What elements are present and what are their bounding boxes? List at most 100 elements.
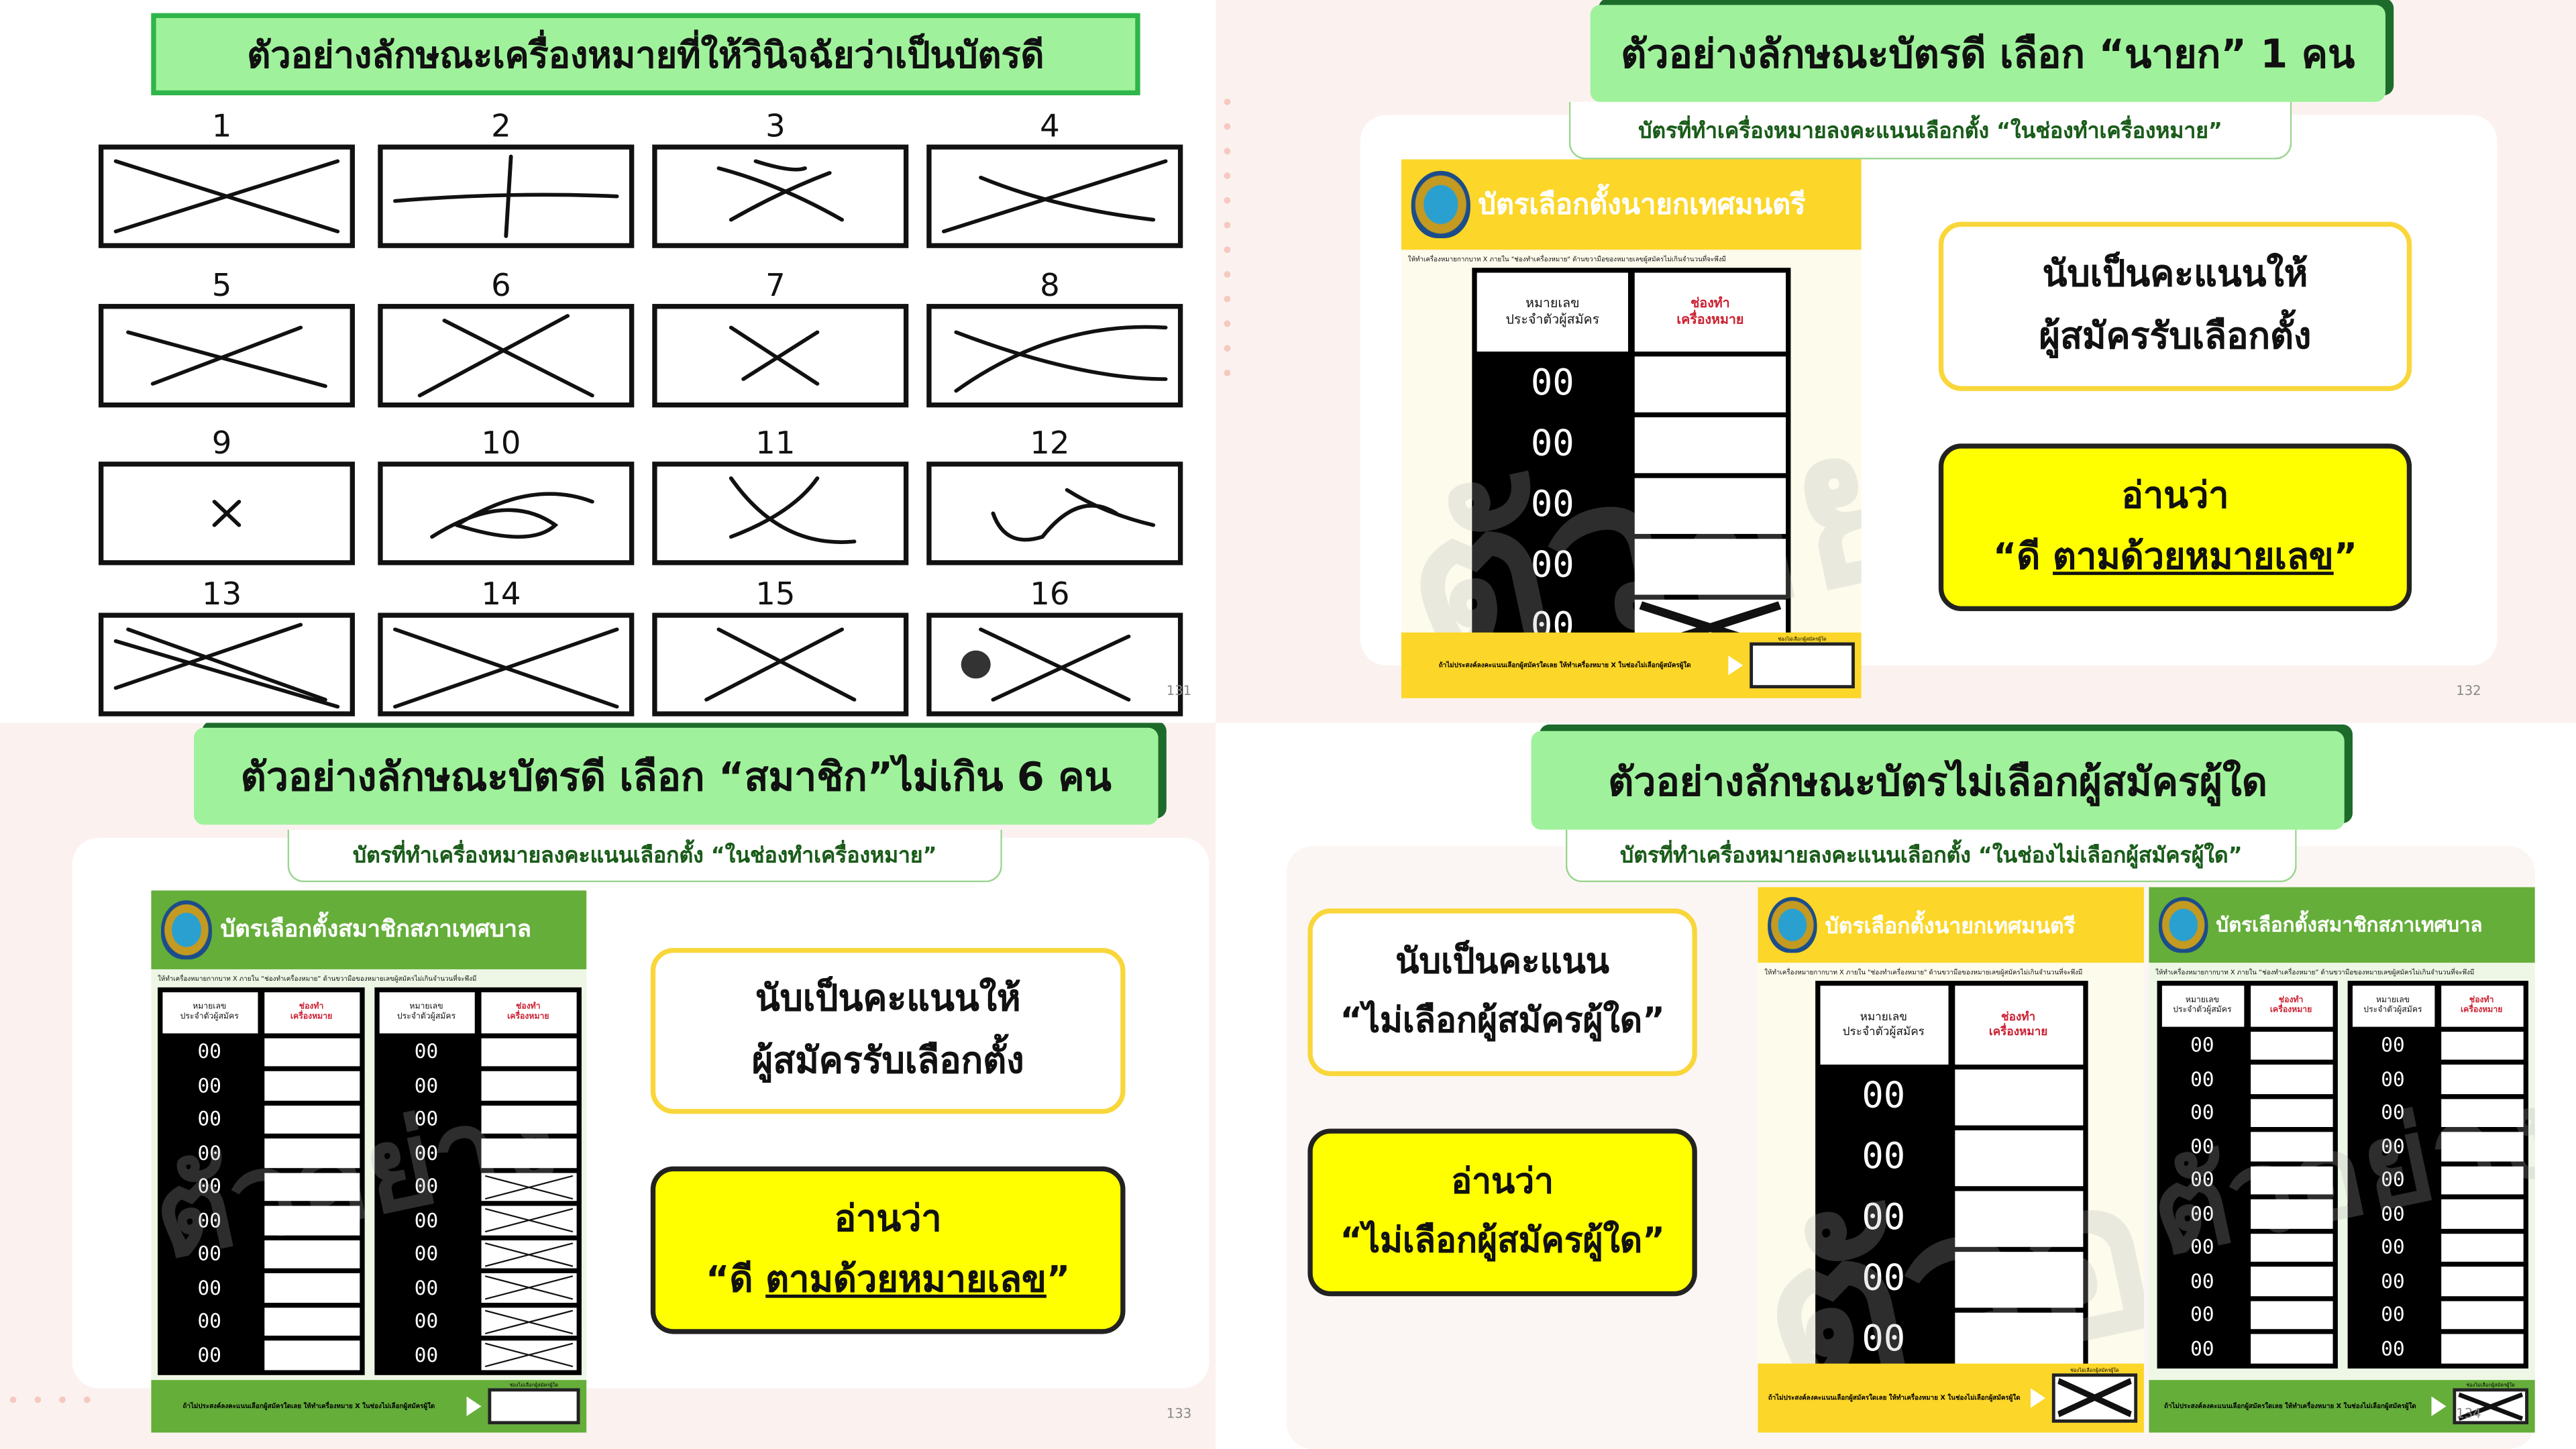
no-vote-box-label: ช่องไม่เลือกผู้สมัครผู้ใด xyxy=(2070,1367,2119,1375)
example-ballot-box xyxy=(98,612,355,716)
header-line: หมายเลข xyxy=(193,1002,227,1013)
mark-box[interactable] xyxy=(2249,1030,2332,1060)
mark-box[interactable] xyxy=(2440,1232,2523,1262)
mark-box[interactable] xyxy=(2440,1300,2523,1330)
mark-box[interactable] xyxy=(480,1205,576,1235)
mark-box[interactable] xyxy=(480,1307,576,1336)
candidate-number: 00 xyxy=(2381,1336,2405,1360)
header-line: ช่องทำ xyxy=(516,1002,541,1013)
mark-box[interactable] xyxy=(2249,1098,2332,1128)
mark-box[interactable] xyxy=(2440,1267,2523,1296)
mark-box[interactable] xyxy=(264,1071,360,1100)
mark-box[interactable] xyxy=(264,1172,360,1201)
count-note: นับเป็นคะแนน “ไม่เลือกผู้สมัครผู้ใด” xyxy=(1307,908,1697,1077)
note-line: ผู้สมัครรับเลือกตั้ง xyxy=(751,1040,1024,1082)
header-line: หมายเลข xyxy=(1860,1011,1907,1024)
mark-box[interactable] xyxy=(480,1104,576,1134)
page-number: 131 xyxy=(1166,683,1192,698)
example-ballot-box xyxy=(378,612,635,716)
mark-box[interactable] xyxy=(2249,1064,2332,1093)
example-number: 15 xyxy=(755,576,796,613)
x-mark-icon xyxy=(484,1174,573,1199)
mark-box[interactable] xyxy=(1954,1311,2083,1368)
note-line: “ดี ตามด้วยหมายเลข” xyxy=(706,1250,1070,1312)
mark-box[interactable] xyxy=(480,1172,576,1201)
ballot-title: บัตรเลือกตั้งสมาชิกสภาเทศบาล xyxy=(220,916,531,943)
hand-drawn-mark-icon xyxy=(113,623,340,709)
mark-box[interactable] xyxy=(480,1071,576,1100)
mark-box[interactable] xyxy=(1954,1129,2083,1186)
mark-box[interactable] xyxy=(2249,1165,2332,1195)
election-commission-seal-icon xyxy=(1411,170,1470,239)
slide-title: ตัวอย่างลักษณะเครื่องหมายที่ให้วินิจฉัยว… xyxy=(151,13,1140,96)
mark-box[interactable] xyxy=(2249,1267,2332,1296)
mark-box[interactable] xyxy=(480,1273,576,1302)
no-vote-box[interactable]: ช่องไม่เลือกผู้สมัครผู้ใด xyxy=(2453,1381,2529,1425)
candidate-number: 00 xyxy=(2190,1336,2214,1360)
mark-box[interactable] xyxy=(264,1037,360,1067)
mark-box[interactable] xyxy=(1634,538,1786,594)
column-header: หมายเลขประจำตัวผู้สมัคร xyxy=(2161,985,2244,1026)
mark-box[interactable] xyxy=(264,1273,360,1302)
mark-box[interactable] xyxy=(2249,1334,2332,1363)
mark-box[interactable] xyxy=(1954,1251,2083,1307)
no-vote-box[interactable]: ช่องไม่เลือกผู้สมัครผู้ใด xyxy=(1750,636,1855,689)
header-line: หมายเลข xyxy=(409,1002,443,1013)
candidate-number: 00 xyxy=(1530,424,1574,466)
mark-box[interactable] xyxy=(1954,1190,2083,1246)
ballot-instruction: ให้ทำเครื่องหมายกากบาท X ภายใน "ช่องทำเค… xyxy=(1764,967,2083,976)
header-line: เครื่องหมาย xyxy=(1676,311,1744,327)
candidate-number: 00 xyxy=(197,1276,221,1299)
no-vote-section: ถ้าไม่ประสงค์ลงคะแนนเลือกผู้สมัครใดเลย ใ… xyxy=(1401,632,1862,698)
example-ballot-box xyxy=(926,612,1183,716)
candidate-number: 00 xyxy=(414,1141,439,1165)
header-line: ประจำตัวผู้สมัคร xyxy=(1842,1024,1925,1038)
mark-box[interactable] xyxy=(2249,1232,2332,1262)
mark-box[interactable] xyxy=(1634,356,1786,412)
example-number: 7 xyxy=(765,268,786,305)
mark-box[interactable] xyxy=(2440,1165,2523,1195)
mark-box[interactable] xyxy=(480,1239,576,1269)
note-line: อ่านว่า xyxy=(834,1198,942,1240)
no-vote-instruction: ถ้าไม่ประสงค์ลงคะแนนเลือกผู้สมัครใดเลย ใ… xyxy=(182,1401,435,1410)
no-vote-box[interactable]: ช่องไม่เลือกผู้สมัครผู้ใด xyxy=(488,1381,580,1425)
mark-box[interactable] xyxy=(2440,1199,2523,1228)
mark-box[interactable] xyxy=(480,1037,576,1067)
mark-box[interactable] xyxy=(264,1239,360,1269)
x-mark-icon xyxy=(2458,1392,2524,1421)
note-line: ผู้สมัครรับเลือกตั้ง xyxy=(2039,316,2312,358)
slide-title: ตัวอย่างลักษณะบัตรดี เลือก “นายก” 1 คน xyxy=(1590,5,2385,102)
mark-box[interactable] xyxy=(480,1138,576,1168)
mark-box[interactable] xyxy=(1634,417,1786,473)
mark-column: ช่องทำเครื่องหมาย xyxy=(264,992,360,1370)
candidate-number: 00 xyxy=(2190,1034,2214,1057)
candidate-number: 00 xyxy=(2190,1101,2214,1124)
mark-box[interactable] xyxy=(2440,1064,2523,1093)
arrow-right-icon xyxy=(2030,1388,2046,1408)
mark-box[interactable] xyxy=(2249,1300,2332,1330)
mark-box[interactable] xyxy=(264,1138,360,1168)
header-line: ช่องทำ xyxy=(2469,996,2494,1006)
mark-box[interactable] xyxy=(1954,1069,2083,1125)
mark-box[interactable] xyxy=(2440,1334,2523,1363)
mark-box[interactable] xyxy=(264,1307,360,1336)
mark-box[interactable] xyxy=(2440,1098,2523,1128)
mark-box[interactable] xyxy=(264,1340,360,1370)
mark-box[interactable] xyxy=(1634,477,1786,533)
mayor-ballot: ตัวอย่างบัตรเลือกตั้งนายกเทศมนตรีให้ทำเค… xyxy=(1401,159,1862,698)
example-number: 8 xyxy=(1040,268,1060,305)
mark-box[interactable] xyxy=(264,1104,360,1134)
mark-box[interactable] xyxy=(480,1340,576,1370)
hand-drawn-mark-icon xyxy=(212,500,241,527)
mark-box[interactable] xyxy=(264,1205,360,1235)
mark-box[interactable] xyxy=(2249,1132,2332,1161)
mark-box[interactable] xyxy=(2440,1030,2523,1060)
mark-box[interactable] xyxy=(2440,1132,2523,1161)
example-number: 12 xyxy=(1030,425,1070,462)
example-number: 1 xyxy=(211,108,232,145)
no-vote-box[interactable]: ช่องไม่เลือกผู้สมัครผู้ใด xyxy=(2051,1367,2138,1423)
mark-box[interactable] xyxy=(2249,1199,2332,1228)
